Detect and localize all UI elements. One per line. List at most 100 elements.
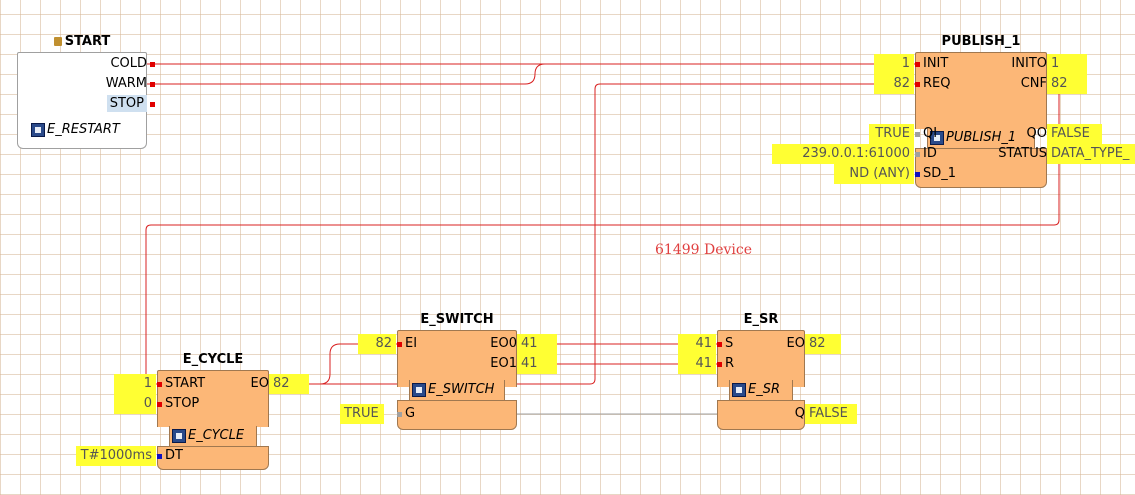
- sr-block-events: [717, 330, 805, 387]
- pin-label: EO1: [490, 356, 517, 371]
- pin-label: STATUS: [998, 146, 1047, 161]
- publish-value-inito[interactable]: 1: [1047, 54, 1087, 74]
- cycle-pin-start[interactable]: START: [157, 374, 235, 394]
- pin-label: CNF: [1020, 76, 1047, 91]
- publish-pin-id[interactable]: ID: [915, 144, 983, 164]
- publish-pin-inito[interactable]: INITO: [987, 54, 1055, 74]
- sr-value-q[interactable]: FALSE: [805, 404, 857, 424]
- switch-block-name: E_SWITCH: [420, 312, 494, 327]
- switch-pin-g[interactable]: G: [397, 404, 455, 424]
- event-pin-marker: [915, 62, 920, 67]
- event-pin-marker: [150, 102, 155, 107]
- switch-pin-ei[interactable]: EI: [397, 334, 455, 354]
- cycle-value-dt[interactable]: T#1000ms: [76, 446, 156, 466]
- event-pin-marker: [915, 82, 920, 87]
- pin-label: EO: [786, 336, 805, 351]
- publish-block-events: [915, 52, 1047, 129]
- cycle-pin-dt[interactable]: DT: [157, 446, 215, 466]
- resource-label: 61499 Device: [655, 242, 753, 258]
- pin-label: G: [405, 406, 416, 421]
- start-block-name: START: [17, 34, 147, 49]
- publish-value-req[interactable]: 82: [874, 74, 914, 94]
- cycle-value-eo[interactable]: 82: [269, 374, 309, 394]
- switch-block-type: E_SWITCH: [409, 380, 505, 400]
- cycle-block-events: [157, 370, 269, 427]
- function-block-type-icon: [31, 123, 45, 137]
- publish-value-sd_1[interactable]: ND (ANY): [834, 164, 914, 184]
- publish-block-name: PUBLISH_1: [941, 34, 1021, 49]
- sr-block-name: E_SR: [743, 312, 779, 327]
- publish-value-qo[interactable]: FALSE: [1047, 124, 1102, 144]
- cycle-block[interactable]: E_CYCLE E_CYCLE: [157, 352, 269, 470]
- start-pin-warm[interactable]: WARM: [17, 74, 155, 94]
- publish-value-qi[interactable]: TRUE: [869, 124, 914, 144]
- event-pin-marker: [150, 62, 155, 67]
- sr-block[interactable]: E_SR E_SR: [717, 312, 805, 430]
- start-block-type: E_RESTART: [29, 120, 133, 140]
- pin-label: R: [725, 356, 735, 371]
- publish-value-status[interactable]: DATA_TYPE_: [1047, 144, 1135, 164]
- event-pin-marker: [397, 342, 402, 347]
- cycle-value-start[interactable]: 1: [114, 374, 156, 394]
- pin-label: QO: [1026, 126, 1047, 141]
- lock-icon: [53, 37, 62, 46]
- pin-label: SD_1: [923, 166, 957, 181]
- data-pin-marker: [915, 172, 920, 177]
- sr-pin-r[interactable]: R: [717, 354, 765, 374]
- event-pin-marker: [717, 342, 722, 347]
- switch-value-eo0[interactable]: 41: [517, 334, 557, 354]
- publish-pin-sd_1[interactable]: SD_1: [915, 164, 983, 184]
- publish-pin-cnf[interactable]: CNF: [987, 74, 1055, 94]
- function-block-type-icon: [732, 383, 746, 397]
- sr-value-s[interactable]: 41: [678, 334, 716, 354]
- publish-pin-init[interactable]: INIT: [915, 54, 983, 74]
- start-block[interactable]: START COLD WARM STOP E_RESTART: [17, 32, 155, 150]
- publish-value-cnf[interactable]: 82: [1047, 74, 1087, 94]
- pin-label: Q: [794, 406, 805, 421]
- data-pin-marker: [915, 152, 920, 157]
- data-pin-marker: [915, 132, 920, 137]
- publish-pin-status[interactable]: STATUS: [977, 144, 1055, 164]
- cycle-pin-stop[interactable]: STOP: [157, 394, 235, 414]
- pin-label: DT: [165, 448, 183, 463]
- pin-label: STOP: [165, 396, 200, 411]
- pin-label: INIT: [923, 56, 949, 71]
- switch-block[interactable]: E_SWITCH E_SWITCH: [397, 312, 517, 430]
- publish-value-id[interactable]: 239.0.0.1:61000: [772, 144, 914, 164]
- pin-label: EO: [250, 376, 269, 391]
- publish-block[interactable]: PUBLISH_1 PUBLISH_1: [915, 32, 1047, 188]
- event-pin-marker: [157, 402, 162, 407]
- data-pin-marker: [397, 412, 402, 417]
- cycle-block-name: E_CYCLE: [182, 352, 244, 367]
- event-pin-marker: [150, 82, 155, 87]
- sr-value-r[interactable]: 41: [678, 354, 716, 374]
- sr-block-type: E_SR: [729, 380, 793, 400]
- pin-label: EO0: [490, 336, 517, 351]
- start-pin-cold[interactable]: COLD: [17, 54, 155, 74]
- function-block-type-icon: [412, 383, 426, 397]
- sr-pin-s[interactable]: S: [717, 334, 765, 354]
- publish-pin-qo[interactable]: QO: [977, 124, 1055, 144]
- switch-value-eo1[interactable]: 41: [517, 354, 557, 374]
- publish-block-data: [915, 148, 1047, 188]
- publish-block-type: PUBLISH_1: [927, 128, 1035, 148]
- pin-label: ID: [923, 146, 937, 161]
- event-pin-marker: [157, 382, 162, 387]
- publish-value-init[interactable]: 1: [874, 54, 914, 74]
- start-pin-stop[interactable]: STOP: [17, 94, 155, 114]
- switch-value-g[interactable]: TRUE: [340, 404, 384, 424]
- function-block-type-icon: [172, 429, 186, 443]
- pin-label: REQ: [923, 76, 951, 91]
- publish-pin-qi[interactable]: QI: [915, 124, 983, 144]
- cycle-value-stop[interactable]: 0: [114, 394, 156, 414]
- pin-label: S: [725, 336, 734, 351]
- pin-label: EI: [405, 336, 418, 351]
- switch-value-ei[interactable]: 82: [358, 334, 396, 354]
- wire-warm-to-init: [147, 63, 546, 85]
- pin-label: QI: [923, 126, 938, 141]
- wire-cycle-eo-to-switch-ei: [268, 343, 398, 385]
- sr-value-eo[interactable]: 82: [805, 334, 841, 354]
- publish-pin-req[interactable]: REQ: [915, 74, 983, 94]
- cycle-block-type: E_CYCLE: [169, 426, 257, 446]
